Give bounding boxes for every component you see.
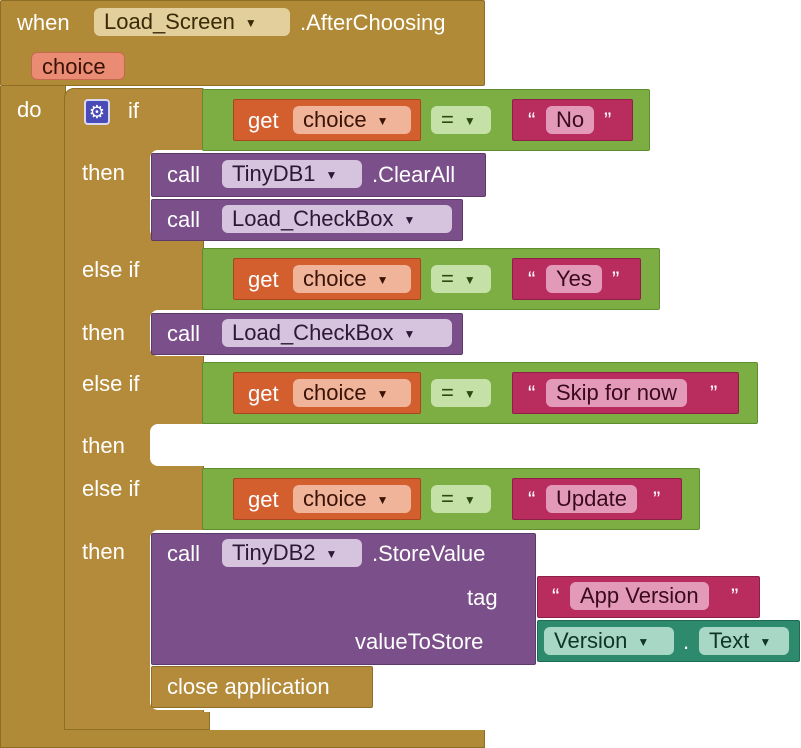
call-label: call — [167, 321, 201, 346]
choice-var-label: choice — [303, 486, 367, 511]
dropdown-arrow-icon: ▼ — [376, 387, 389, 401]
elseif-label-1: else if — [82, 257, 140, 282]
close-application-label: close application — [167, 674, 330, 699]
close-quote: ” — [731, 584, 739, 609]
choice-var-dropdown-2[interactable]: choice ▼ — [293, 265, 411, 293]
do-label: do — [17, 97, 42, 122]
storevalue-label: .StoreValue — [372, 541, 486, 566]
load-checkbox-label: Load_CheckBox — [232, 206, 394, 231]
dropdown-arrow-icon: ▼ — [403, 213, 416, 227]
elseif-label-2: else if — [82, 371, 140, 396]
equals-op-dropdown-4[interactable]: =▼ — [431, 485, 491, 513]
text-value-skip[interactable]: Skip for now — [546, 379, 688, 407]
close-quote: ” — [604, 108, 612, 133]
afterchoosing-label: .AfterChoosing — [300, 10, 446, 35]
dropdown-arrow-icon: ▼ — [403, 327, 416, 341]
tinydb1-dropdown[interactable]: TinyDB1 ▼ — [222, 160, 362, 188]
choice-var-dropdown-1[interactable]: choice ▼ — [293, 106, 411, 134]
equals-op-dropdown-3[interactable]: =▼ — [431, 379, 491, 407]
load-screen-component-dropdown[interactable]: Load_Screen ▼ — [94, 8, 290, 36]
load-screen-label: Load_Screen — [104, 9, 235, 34]
version-label: Version — [554, 628, 628, 653]
load-checkbox-dropdown-2[interactable]: Load_CheckBox ▼ — [222, 319, 452, 347]
equals-label: = — [441, 380, 454, 405]
dropdown-arrow-icon: ▼ — [376, 493, 389, 507]
elseif-label-3: else if — [82, 476, 140, 501]
event-block-footer — [0, 730, 485, 748]
open-quote: “ — [528, 487, 536, 512]
tinydb1-label: TinyDB1 — [232, 161, 316, 186]
load-checkbox-dropdown-1[interactable]: Load_CheckBox ▼ — [222, 205, 452, 233]
clearall-label: .ClearAll — [372, 162, 456, 187]
equals-op-dropdown-1[interactable]: =▼ — [431, 106, 491, 134]
choice-var-label: choice — [303, 266, 367, 291]
dropdown-arrow-icon: ▼ — [637, 635, 650, 649]
call-label: call — [167, 207, 201, 232]
open-quote: “ — [528, 267, 536, 292]
if-label: if — [128, 98, 139, 123]
equals-op-dropdown-2[interactable]: =▼ — [431, 265, 491, 293]
dropdown-arrow-icon: ▼ — [244, 16, 257, 30]
dropdown-arrow-icon: ▼ — [376, 273, 389, 287]
equals-label: = — [441, 107, 454, 132]
dropdown-arrow-icon: ▼ — [463, 114, 476, 128]
get-label: get — [248, 487, 279, 512]
mutator-gear-icon[interactable]: ⚙ — [84, 99, 110, 125]
text-prop-label: Text — [709, 628, 750, 653]
close-quote: ” — [653, 487, 661, 512]
choice-var-label: choice — [303, 107, 367, 132]
load-checkbox-label: Load_CheckBox — [232, 320, 394, 345]
choice-var-dropdown-3[interactable]: choice ▼ — [293, 379, 411, 407]
text-value-no[interactable]: No — [546, 106, 595, 134]
text-property-dropdown[interactable]: Text ▼ — [699, 627, 789, 655]
text-value-app-version[interactable]: App Version — [570, 582, 709, 610]
dropdown-arrow-icon: ▼ — [463, 387, 476, 401]
then-label-2: then — [82, 320, 125, 345]
dropdown-arrow-icon: ▼ — [463, 273, 476, 287]
tinydb2-dropdown[interactable]: TinyDB2 ▼ — [222, 539, 362, 567]
event-block-body-left — [0, 86, 66, 748]
close-quote: ” — [612, 267, 620, 292]
get-label: get — [248, 381, 279, 406]
when-label: when — [17, 10, 70, 35]
dropdown-arrow-icon: ▼ — [463, 493, 476, 507]
choice-parameter[interactable]: choice — [31, 52, 125, 80]
dropdown-arrow-icon: ▼ — [759, 635, 772, 649]
equals-label: = — [441, 486, 454, 511]
version-component-dropdown[interactable]: Version ▼ — [544, 627, 674, 655]
then-label-1: then — [82, 160, 125, 185]
close-quote: ” — [710, 381, 718, 406]
dropdown-arrow-icon: ▼ — [376, 114, 389, 128]
call-label: call — [167, 541, 201, 566]
open-quote: “ — [528, 381, 536, 406]
tinydb2-label: TinyDB2 — [232, 540, 316, 565]
valuetostore-label: valueToStore — [355, 629, 484, 654]
get-label: get — [248, 108, 279, 133]
get-label: get — [248, 267, 279, 292]
then-label-3: then — [82, 433, 125, 458]
call-label: call — [167, 162, 201, 187]
text-value-yes[interactable]: Yes — [546, 265, 602, 293]
dot-label: . — [683, 629, 690, 654]
if-block-footer — [64, 712, 210, 730]
open-quote: “ — [528, 108, 536, 133]
close-application-block[interactable] — [151, 666, 373, 708]
equals-label: = — [441, 266, 454, 291]
text-value-update[interactable]: Update — [546, 485, 637, 513]
then-label-4: then — [82, 539, 125, 564]
choice-var-label: choice — [303, 380, 367, 405]
dropdown-arrow-icon: ▼ — [325, 168, 338, 182]
dropdown-arrow-icon: ▼ — [325, 547, 338, 561]
tag-label: tag — [467, 585, 498, 610]
then-slot-3 — [150, 424, 210, 466]
choice-var-dropdown-4[interactable]: choice ▼ — [293, 485, 411, 513]
open-quote: “ — [552, 584, 560, 609]
